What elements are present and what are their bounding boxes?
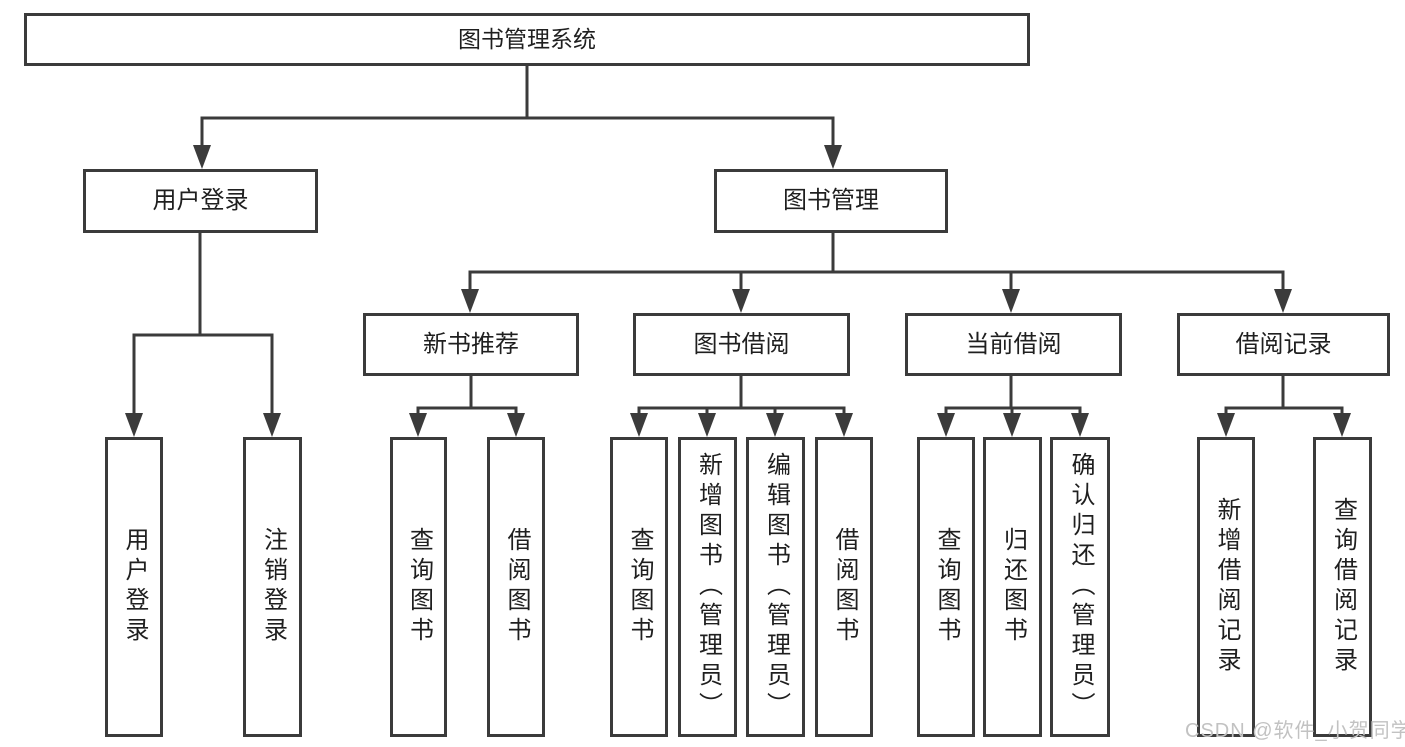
node-label: 查询图书 [933, 527, 960, 647]
node-new-book-recommend: 新书推荐 [363, 313, 579, 376]
leaf-edit-books-admin: 编辑图书（管理员） [746, 437, 805, 737]
leaf-borrow-books: 借阅图书 [815, 437, 873, 737]
leaf-borrow-books-recommend: 借阅图书 [487, 437, 545, 737]
node-label: 查询借阅记录 [1329, 497, 1357, 677]
leaf-user-login: 用户登录 [105, 437, 163, 737]
csdn-watermark: CSDN @软件_小贺同学 [1185, 720, 1405, 742]
node-label: 新增借阅记录 [1213, 497, 1240, 677]
node-label: 编辑图书（管理员） [762, 452, 790, 722]
node-label: 用户登录 [121, 527, 148, 647]
node-book-borrow: 图书借阅 [633, 313, 850, 376]
node-label: 新书推荐 [423, 330, 519, 358]
node-borrow-records: 借阅记录 [1177, 313, 1390, 376]
connector-root-to-level2 [193, 66, 842, 169]
node-label: 图书管理系统 [458, 26, 596, 52]
leaf-query-books-recommend: 查询图书 [390, 437, 447, 737]
connector-bookmgmt-to-level3 [461, 231, 1292, 313]
node-label: 图书管理 [783, 187, 879, 214]
node-label: 确认归还（管理员） [1067, 452, 1094, 722]
node-current-borrow: 当前借阅 [905, 313, 1122, 376]
node-label: 查询图书 [626, 527, 653, 647]
node-label: 当前借阅 [965, 330, 1062, 358]
node-user-login-branch: 用户登录 [83, 169, 318, 233]
leaf-add-books-admin: 新增图书（管理员） [678, 437, 737, 737]
leaf-add-borrow-record: 新增借阅记录 [1197, 437, 1255, 737]
leaf-return-books: 归还图书 [983, 437, 1042, 737]
node-root-library-system: 图书管理系统 [24, 13, 1030, 66]
node-label: 注销登录 [259, 527, 287, 647]
connector-records-to-leaves [1217, 374, 1351, 437]
node-label: 用户登录 [152, 187, 249, 214]
leaf-query-borrow-record: 查询借阅记录 [1313, 437, 1372, 737]
leaf-query-books-borrow: 查询图书 [610, 437, 668, 737]
leaf-query-books-current: 查询图书 [917, 437, 975, 737]
connector-borrow-to-leaves [630, 374, 853, 437]
leaf-logout: 注销登录 [243, 437, 302, 737]
node-label: 借阅记录 [1235, 330, 1332, 358]
node-book-management-branch: 图书管理 [714, 169, 948, 233]
connector-userlogin-to-leaves [125, 231, 281, 437]
connector-current-to-leaves [937, 374, 1089, 437]
node-label: 图书借阅 [693, 330, 790, 358]
node-label: 借阅图书 [831, 527, 858, 647]
leaf-confirm-return-admin: 确认归还（管理员） [1050, 437, 1110, 737]
node-label: 新增图书（管理员） [694, 452, 722, 722]
node-label: 查询图书 [405, 527, 433, 647]
connector-newbooks-to-leaves [409, 374, 525, 437]
node-label: 借阅图书 [503, 527, 530, 647]
node-label: 归还图书 [999, 527, 1027, 647]
